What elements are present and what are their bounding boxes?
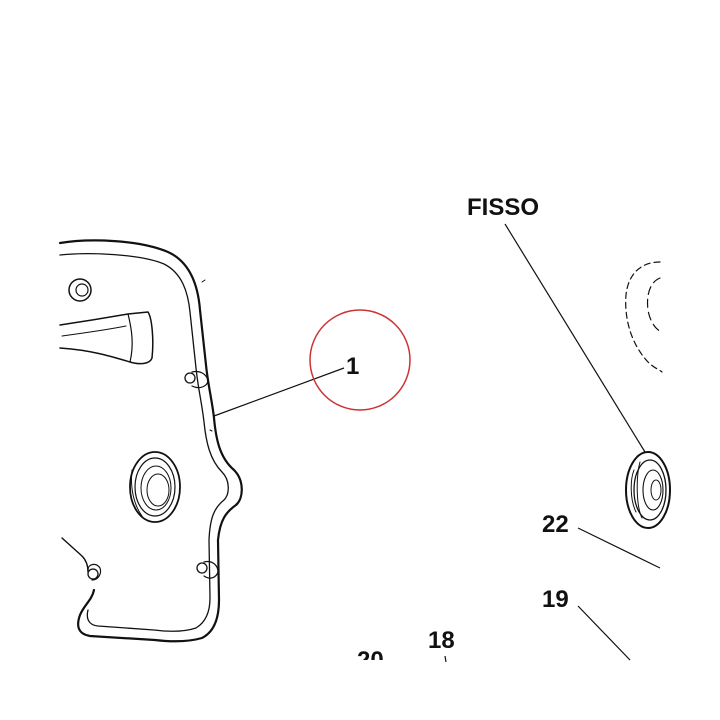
label-part-19: 19 bbox=[542, 586, 569, 613]
label-part-22: 22 bbox=[542, 511, 569, 538]
leader-line-22 bbox=[577, 527, 661, 569]
engine-block-partial bbox=[625, 261, 663, 373]
oil-seal-part bbox=[625, 451, 671, 529]
leader-line-1 bbox=[213, 367, 345, 417]
timing-cover-part bbox=[58, 239, 243, 643]
highlight-circle bbox=[309, 309, 411, 411]
leader-lines bbox=[213, 223, 661, 663]
leader-line-19 bbox=[577, 605, 631, 661]
label-part-18: 18 bbox=[428, 627, 455, 654]
label-fisso: FISSO bbox=[467, 194, 539, 221]
leader-line-fisso bbox=[504, 223, 646, 453]
leader-line-18 bbox=[444, 655, 447, 663]
label-part-1: 1 bbox=[346, 353, 359, 380]
label-part-20: 20 bbox=[357, 647, 384, 674]
